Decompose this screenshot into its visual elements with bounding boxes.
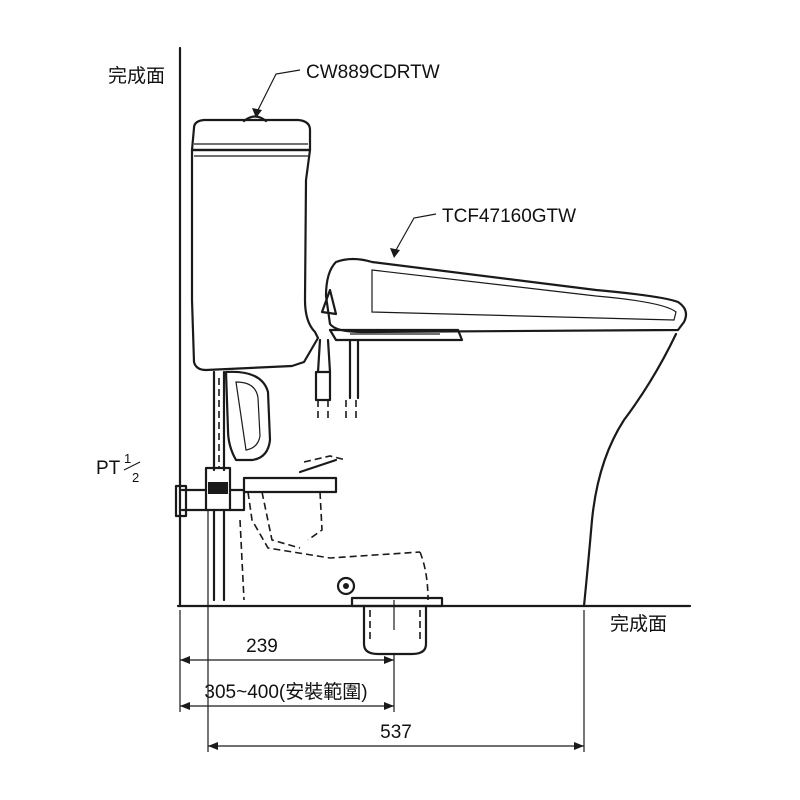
drain-piping [239, 455, 429, 601]
dimension-537 [207, 510, 585, 752]
water-inlet-label: PT 1 2 [96, 451, 141, 485]
seat-model-leader [390, 213, 437, 258]
wall-finish-label: 完成面 [108, 65, 165, 87]
seat-connector-hoses [314, 338, 360, 420]
seat [320, 257, 688, 342]
floor-finish-label: 完成面 [610, 613, 667, 635]
tank [190, 115, 320, 372]
water-inlet-numerator: 1 [124, 451, 131, 466]
tank-base-shroud [224, 370, 272, 462]
dimension-239 [179, 610, 395, 712]
depth-value: 537 [380, 722, 412, 743]
water-inlet-denominator: 2 [132, 470, 139, 485]
tank-model-leader [252, 69, 301, 118]
install-range-value: 305~400(安裝範圍) [204, 681, 367, 703]
rough-in-value: 239 [246, 636, 278, 657]
tank-model-label: CW889CDRTW [306, 62, 440, 83]
water-supply-hose [174, 370, 246, 602]
seat-model-label: TCF47160GTW [442, 206, 576, 227]
water-inlet-text: PT [96, 458, 121, 479]
bowl [582, 332, 678, 608]
floor-drain-flange [336, 576, 444, 656]
dimension-install-range [180, 702, 394, 710]
